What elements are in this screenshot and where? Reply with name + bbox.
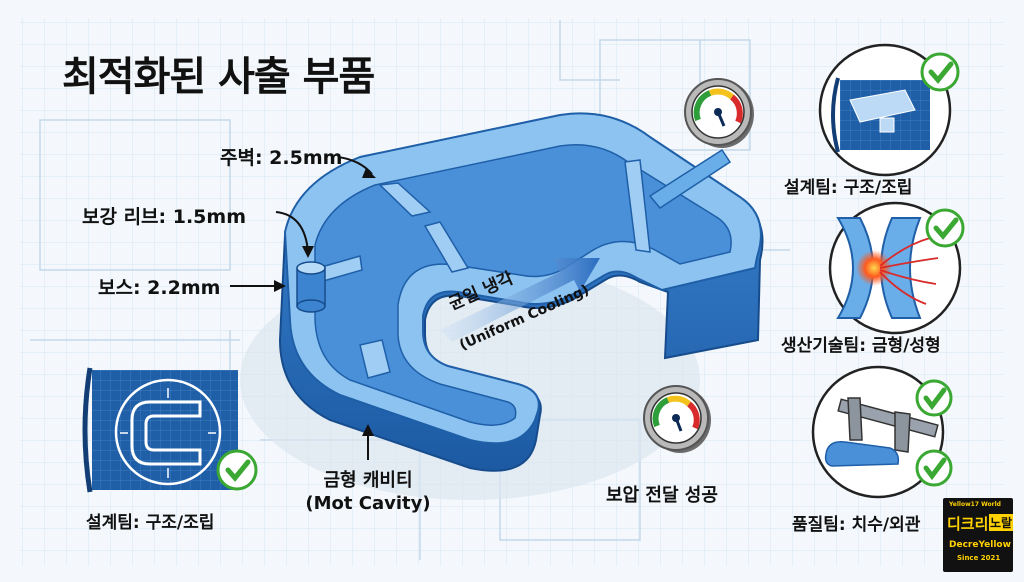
- logo-main-left: 디크리: [947, 515, 989, 533]
- check-icon: [216, 449, 258, 491]
- callout-leaders: [230, 156, 376, 460]
- pressure-gauge-icon: [643, 385, 711, 453]
- production-team-panel: [828, 201, 965, 335]
- boss-thickness-callout: 보스: 2.2mm: [98, 277, 221, 299]
- design-team-label: 설계팀: 구조/조립: [784, 178, 913, 198]
- design-team-panel: [818, 43, 960, 177]
- logo-sub-text: DecreYellow: [949, 540, 1011, 550]
- blueprint-icon: [831, 77, 930, 153]
- cooling-arrow: [440, 258, 600, 342]
- logo-top-text: Yellow17 World: [949, 501, 1001, 508]
- boss-feature: [296, 261, 326, 313]
- logo-main-right: 노랄: [989, 514, 1014, 531]
- check-icon: [915, 449, 953, 487]
- check-icon: [915, 379, 953, 417]
- logo-since-text: Since 2021: [957, 554, 1001, 562]
- rib-thickness-callout: 보강 리브: 1.5mm: [82, 206, 247, 228]
- check-icon: [925, 208, 965, 248]
- production-team-label: 생산기술팀: 금형/성형: [781, 336, 941, 356]
- design-blueprint-panel: [82, 367, 258, 493]
- brand-logo: Yellow17 World 디크리 노랄 DecreYellow Since …: [943, 498, 1014, 572]
- quality-team-label: 품질팀: 치수/외관: [792, 515, 921, 535]
- check-icon: [920, 52, 960, 92]
- mold-cavity-label: 금형 캐비티: [323, 470, 413, 491]
- wall-thickness-callout: 주벽: 2.5mm: [220, 147, 343, 169]
- pressure-label: 보압 전달 성공: [606, 485, 718, 506]
- pressure-gauge-icon: [684, 78, 754, 148]
- design-team-label-bottom: 설계팀: 구조/조립: [86, 513, 215, 533]
- mold-cavity-sublabel: (Mot Cavity): [305, 493, 431, 514]
- heat-flow-icon: [836, 217, 939, 319]
- page-title: 최적화된 사출 부품: [62, 54, 375, 100]
- caliper-icon: [824, 397, 939, 467]
- quality-team-panel: [811, 365, 953, 499]
